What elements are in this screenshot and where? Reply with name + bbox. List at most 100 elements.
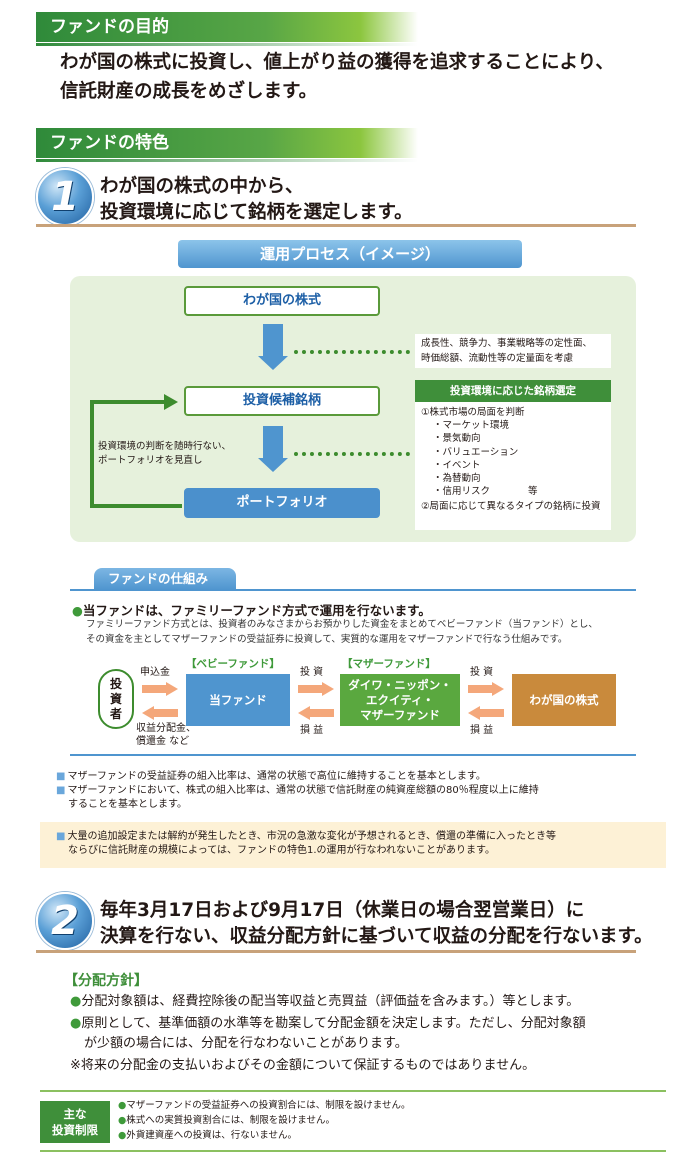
description-line: その資金を主としてマザーファンドの受益証券に投資して、実質的な運用をマザーファン… <box>86 634 568 645</box>
feature2-line: 毎年3月17日および9月17日（休業日の場合翌営業日）に <box>100 900 585 921</box>
feature1-title: わが国の株式の中から、 投資環境に応じて銘柄を選定します。 <box>100 174 413 226</box>
bullet-icon: ● <box>118 1130 127 1141</box>
note-item: することを基本とします。 <box>68 799 187 810</box>
distribution-label: 収益分配金、 償還金 など <box>136 722 196 748</box>
investor-char: 資 <box>109 692 122 706</box>
limit-item: 外貨建資産への投資は、行ないません。 <box>126 1130 298 1141</box>
square-bullet-icon: ■ <box>56 785 66 796</box>
notes: ■マザーファンドの受益証券の組入比率は、通常の状態で高位に維持することを基本とし… <box>56 770 646 812</box>
bullet-icon: ● <box>70 994 82 1009</box>
purpose-header: ファンドの目的 <box>36 12 418 46</box>
limits-tag-line: 主な <box>63 1107 87 1121</box>
feedback-loop-line <box>90 400 98 508</box>
policy-text: 原則として、基準価額の水準等を勘案して分配金額を決定します。ただし、分配対象額 <box>81 1016 586 1031</box>
divider <box>70 754 636 756</box>
invest-label: 投 資 <box>470 667 494 678</box>
node-candidates: 投資候補銘柄 <box>184 386 380 416</box>
node-portfolio: ポートフォリオ <box>184 488 380 518</box>
selection-item: ・景気動向 <box>433 433 481 445</box>
investor-node: 投 資 者 <box>98 669 134 729</box>
limits-tag-line: 投資制限 <box>52 1123 98 1137</box>
feedback-note: 投資環境の判断を随時行ない、 ポートフォリオを見直し <box>98 440 231 468</box>
warning-box: ■大量の追加設定または解約が発生したとき、市況の急激な変化が予想されるとき、償還… <box>40 822 666 868</box>
analysis-line: 時価総額、流動性等の定量面を考慮 <box>421 353 574 364</box>
policy-item: ●原則として、基準価額の水準等を勘案して分配金額を決定します。ただし、分配対象額… <box>70 1014 670 1054</box>
mechanism-bullet-text: 当ファンドは、ファミリーファンド方式で運用を行ないます。 <box>82 603 431 618</box>
analysis-line: 成長性、競争力、事業戦略等の定性面、 <box>421 338 593 349</box>
baby-fund-box: 当ファンド <box>186 674 290 726</box>
selection-item: ・信用リスク 等 <box>433 486 538 498</box>
note-item: マザーファンドの受益証券の組入比率は、通常の状態で高位に維持することを基本としま… <box>67 771 486 782</box>
purpose-text: わが国の株式に投資し、値上がり益の獲得を追求することにより、 信託財産の成長をめ… <box>60 48 680 106</box>
selection-item: ・イベント <box>433 459 481 471</box>
investment-limits-tag: 主な 投資制限 <box>40 1101 110 1143</box>
description-line: ファミリーファンド方式とは、投資者のみなさまからお預かりした資金をまとめてベビー… <box>86 619 598 630</box>
purpose-line: 信託財産の成長をめざします。 <box>60 81 318 102</box>
divider <box>40 1090 666 1092</box>
feedback-loop-line <box>94 400 168 404</box>
bullet-icon: ● <box>118 1100 127 1111</box>
dotted-connector <box>294 452 410 456</box>
distribution-line: 収益分配金、 <box>136 723 196 734</box>
divider <box>36 950 636 953</box>
policy-text: 分配対象額は、経費控除後の配当等収益と売買益（評価益を含みます。）等とします。 <box>81 994 580 1009</box>
process-title: 運用プロセス（イメージ） <box>178 240 522 268</box>
mechanism-tab: ファンドの仕組み <box>94 568 236 590</box>
policy-title: 【分配方針】 <box>64 973 148 989</box>
divider <box>40 1150 666 1152</box>
profit-loss-label: 損 益 <box>470 725 494 736</box>
mother-fund-line: ダイワ・ニッポン・ <box>348 677 452 692</box>
investor-char: 投 <box>109 677 122 691</box>
feature-number-badge: 2 <box>36 892 94 950</box>
feature2-title: 毎年3月17日および9月17日（休業日の場合翌営業日）に 決算を行ない、収益分配… <box>100 898 653 950</box>
feature-number-badge: 1 <box>36 168 94 226</box>
limit-item: 株式への実質投資割合には、制限を設けません。 <box>126 1115 336 1126</box>
features-header: ファンドの特色 <box>36 128 418 162</box>
right-arrow-icon <box>298 682 334 696</box>
selection-box: 投資環境に応じた銘柄選定 ①株式市場の局面を判断 ・マーケット環境 ・景気動向 … <box>415 380 611 530</box>
left-arrow-icon <box>142 706 178 720</box>
right-arrow-icon <box>468 682 504 696</box>
baby-fund-label: 【ベビーファンド】 <box>186 658 280 670</box>
mother-fund-line: エクイティ・ <box>365 692 435 707</box>
down-arrow-icon <box>258 426 288 472</box>
selection-title: 投資環境に応じた銘柄選定 <box>415 380 611 402</box>
mechanism-bullet: ●当ファンドは、ファミリーファンド方式で運用を行ないます。 <box>72 600 431 619</box>
feedback-line: 投資環境の判断を随時行ない、 <box>98 441 232 452</box>
feedback-line: ポートフォリオを見直し <box>98 455 203 466</box>
bullet-icon: ● <box>70 1016 82 1031</box>
japan-stocks-box: わが国の株式 <box>512 674 616 726</box>
policy-item: ●分配対象額は、経費控除後の配当等収益と売買益（評価益を含みます。）等とします。 <box>70 992 670 1012</box>
bullet-icon: ● <box>118 1115 127 1126</box>
purpose-line: わが国の株式に投資し、値上がり益の獲得を追求することにより、 <box>60 52 614 73</box>
feedback-loop-line <box>94 504 182 508</box>
policy-text: が少額の場合には、分配を行なわないことがあります。 <box>84 1036 408 1051</box>
mother-fund-line: マザーファンド <box>360 707 440 722</box>
left-arrow-icon <box>468 706 504 720</box>
profit-loss-label: 損 益 <box>300 725 324 736</box>
square-bullet-icon: ■ <box>56 831 66 842</box>
selection-item: ・マーケット環境 <box>433 420 510 432</box>
right-arrow-icon <box>142 682 178 696</box>
divider <box>70 589 636 591</box>
warning-line: ならびに信託財産の規模によっては、ファンドの特色1.の運用が行なわれないことがあ… <box>68 845 496 856</box>
mother-fund-label: 【マザーファンド】 <box>342 658 436 670</box>
feature1-line: 投資環境に応じて銘柄を選定します。 <box>100 202 413 223</box>
feedback-arrow-icon <box>164 394 178 410</box>
square-bullet-icon: ■ <box>56 771 66 782</box>
investor-char: 者 <box>109 707 122 721</box>
limit-item: マザーファンドの受益証券への投資割合には、制限を設けません。 <box>126 1100 411 1111</box>
selection-item: ①株式市場の局面を判断 <box>421 407 525 418</box>
policy-disclaimer: ※将来の分配金の支払いおよびその金額について保証するものではありません。 <box>70 1058 536 1073</box>
selection-item: ・バリュエーション <box>433 446 519 458</box>
invest-label: 投 資 <box>300 667 324 678</box>
mechanism-description: ファミリーファンド方式とは、投資者のみなさまからお預かりした資金をまとめてベビー… <box>86 617 646 647</box>
bullet-icon: ● <box>72 603 83 618</box>
note-item: マザーファンドにおいて、株式の組入比率は、通常の状態で信託財産の純資産総額の80… <box>67 785 539 796</box>
subscription-label: 申込金 <box>140 667 170 678</box>
left-arrow-icon <box>298 706 334 720</box>
down-arrow-icon <box>258 324 288 370</box>
investment-limits: ●マザーファンドの受益証券への投資割合には、制限を設けません。 ●株式への実質投… <box>118 1098 410 1143</box>
analysis-note: 成長性、競争力、事業戦略等の定性面、 時価総額、流動性等の定量面を考慮 <box>415 334 611 368</box>
feature1-line: わが国の株式の中から、 <box>100 176 304 197</box>
